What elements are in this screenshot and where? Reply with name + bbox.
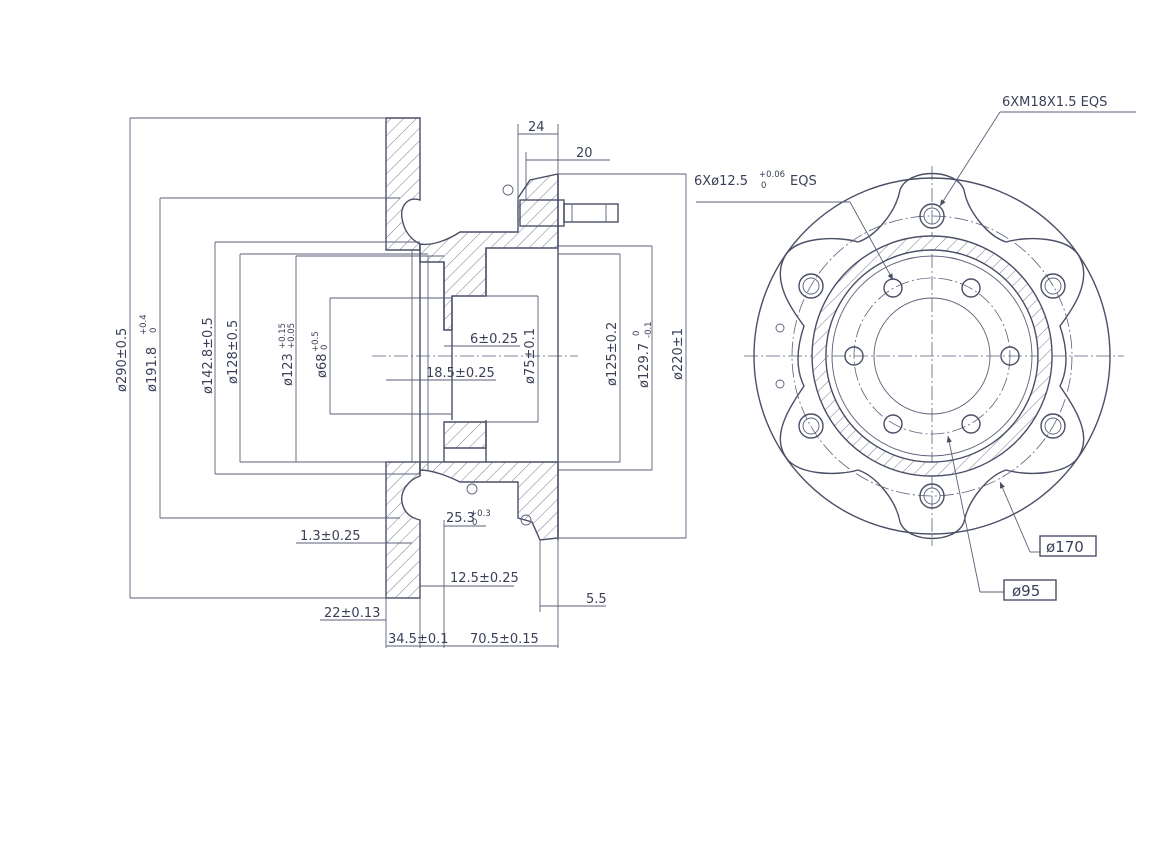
- dim-123-tol-upper: +0.15: [278, 323, 288, 349]
- pcd-170-circle: [791, 215, 1073, 497]
- dim-191-tol-upper: +0.4: [139, 314, 149, 335]
- hat-section-ring: [811, 235, 1053, 477]
- pcd-95-circle: [853, 277, 1011, 435]
- dim-25-3: 25.3: [446, 511, 475, 526]
- stud-hole-1: [919, 203, 945, 229]
- hole-spec-label: 6Xø12.5: [694, 174, 748, 189]
- bolt-holes: [844, 278, 1020, 434]
- dim-123-diameter: ø123: [281, 353, 296, 386]
- front-view: 6Xø12.5 +0.06 0 EQS 6XM18X1.5 EQS ø170 ø…: [694, 95, 1136, 601]
- inner-flange-circle: [831, 255, 1033, 457]
- disc-friction-ring-top: [385, 117, 421, 251]
- section-view: ø290±0.5 ø191.8 +0.4 0 ø142.8±0.5 ø128±0…: [115, 117, 687, 648]
- dim-123-tol-lower: +0.05: [287, 323, 297, 349]
- dim-68-tol-lower: 0: [320, 345, 330, 350]
- dim-129-tol-upper: 0: [632, 331, 642, 336]
- bolt-hole-6: [844, 346, 864, 366]
- leader-lines: [696, 111, 1136, 593]
- thread-spec-label: 6XM18X1.5 EQS: [1002, 95, 1107, 110]
- dim-22: 22±0.13: [324, 606, 380, 621]
- pcd-95-label: ø95: [1012, 582, 1040, 600]
- dim-128-diameter: ø128±0.5: [226, 320, 241, 384]
- dim-142-diameter: ø142.8±0.5: [201, 317, 216, 394]
- diameter-dimension-lines: [129, 117, 687, 599]
- stud-holes: [798, 203, 1066, 509]
- bolt-hole-3: [1000, 346, 1020, 366]
- dim-25-3-tol-lower: 0: [472, 518, 477, 528]
- stud-hole-6: [798, 273, 824, 299]
- dim-34-5: 34.5±0.1: [388, 632, 449, 647]
- pcd-95-label-box: [1003, 579, 1057, 601]
- dim-191-tol-lower: 0: [149, 328, 159, 333]
- dim-5-5: 5.5: [586, 592, 607, 607]
- hole-spec-suffix: EQS: [790, 174, 817, 189]
- wheel-stud: [519, 199, 619, 227]
- stud-hole-5: [798, 413, 824, 439]
- dim-25-3-tol-upper: +0.3: [470, 509, 491, 519]
- bolt-hole-5: [883, 414, 903, 434]
- dim-24: 24: [528, 120, 545, 135]
- bolt-hole-4: [961, 414, 981, 434]
- stud-hole-4: [919, 483, 945, 509]
- hub-star-contour: [779, 172, 1085, 540]
- hub-flange-bottom: [419, 421, 559, 541]
- dim-75-diameter: ø75±0.1: [523, 328, 538, 384]
- dim-191-diameter: ø191.8: [145, 347, 160, 392]
- bolt-hole-2: [961, 278, 981, 298]
- stud-hole-3: [1040, 413, 1066, 439]
- dim-outer-diameter: ø290±0.5: [115, 328, 130, 392]
- dim-6: 6±0.25: [470, 332, 518, 347]
- edge-mark-2: [775, 379, 785, 389]
- hole-spec-tol-upper: +0.06: [759, 170, 785, 180]
- dim-68-diameter: ø68: [315, 354, 330, 379]
- bore-circle: [873, 297, 991, 415]
- dim-20: 20: [576, 146, 593, 161]
- dim-68-tol-upper: +0.5: [311, 331, 321, 352]
- dim-12-5: 12.5±0.25: [450, 571, 519, 586]
- dim-129-diameter: ø129.7: [637, 343, 652, 388]
- pcd-170-label-box: [1039, 535, 1097, 557]
- hub-flange-top: [419, 173, 559, 331]
- hole-spec-tol-lower: 0: [761, 181, 766, 191]
- disc-friction-ring-bottom: [385, 461, 421, 599]
- disc-outer-circle: [753, 177, 1111, 535]
- dim-220-diameter: ø220±1: [671, 328, 686, 380]
- dim-129-tol-lower: -0.1: [644, 321, 654, 338]
- dim-1-3: 1.3±0.25: [300, 529, 361, 544]
- dim-18-5: 18.5±0.25: [426, 366, 495, 381]
- stud-hole-2: [1040, 273, 1066, 299]
- pcd-170-label: ø170: [1046, 538, 1084, 556]
- edge-mark-1: [775, 323, 785, 333]
- dim-70-5: 70.5±0.15: [470, 632, 539, 647]
- dim-125-diameter: ø125±0.2: [605, 322, 620, 386]
- length-dimension-lines: [296, 124, 610, 648]
- radius-marks: [466, 184, 532, 526]
- bolt-hole-1: [883, 278, 903, 298]
